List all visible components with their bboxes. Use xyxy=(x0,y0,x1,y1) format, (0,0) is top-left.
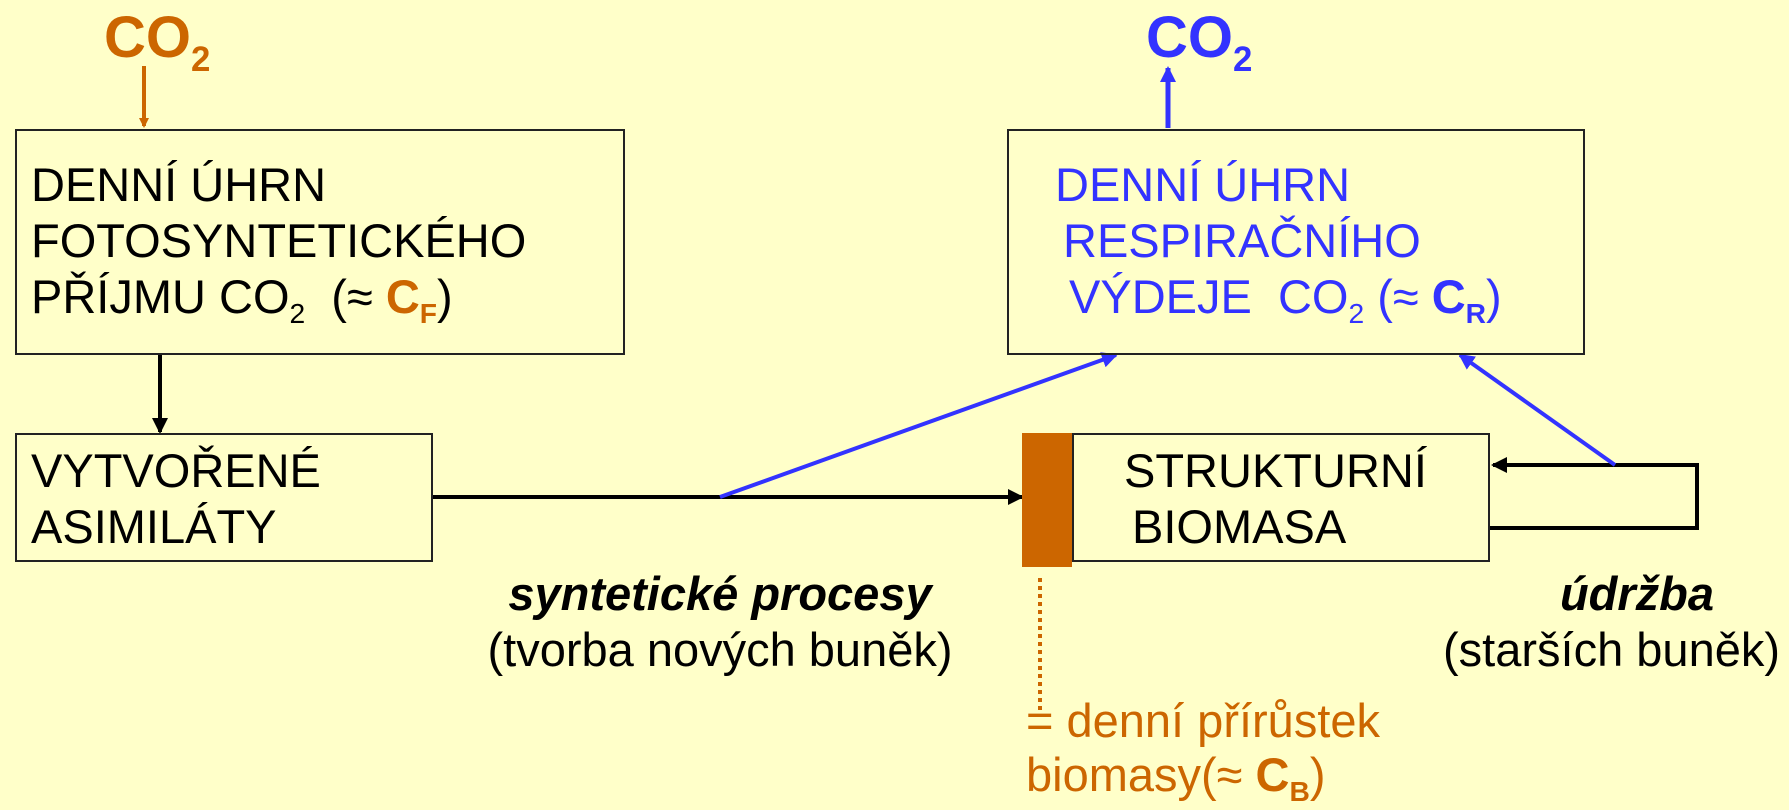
symbol-cb: CB xyxy=(1255,748,1310,807)
co2-input-label: CO2 xyxy=(104,5,211,79)
photosynthesis-line3: PŘÍJMU CO2 (≈ CF) xyxy=(31,270,453,329)
assimilates-line2: ASIMILÁTY xyxy=(31,500,277,553)
synthesis-label: syntetické procesy (tvorba nových buněk) xyxy=(420,566,1020,678)
synthesis-title: syntetické procesy xyxy=(508,567,932,620)
respiration-line1: DENNÍ ÚHRN xyxy=(1055,158,1351,211)
increment-line2: biomasy(≈ CB) xyxy=(1026,748,1326,807)
biomass-line1: STRUKTURNÍ xyxy=(1124,444,1427,497)
maintenance-subtitle: (starších buněk) xyxy=(1443,623,1780,676)
assimilates-line1: VYTVOŘENÉ xyxy=(31,444,321,497)
photosynthesis-line1: DENNÍ ÚHRN xyxy=(31,158,327,211)
maintenance-loop xyxy=(1488,457,1699,530)
maintenance-respiration-arrow xyxy=(1458,353,1617,467)
synthesis-respiration-arrow xyxy=(719,352,1118,499)
symbol-cf: CF xyxy=(385,270,437,329)
synthesis-subtitle: (tvorba nových buněk) xyxy=(487,623,953,676)
respiration-line2: RESPIRAČNÍHO xyxy=(1063,214,1421,267)
photosynthesis-line2: FOTOSYNTETICKÉHO xyxy=(31,214,527,267)
respiration-line3: VÝDEJE CO2 (≈ CR) xyxy=(1069,270,1502,329)
symbol-cr: CR xyxy=(1431,270,1487,329)
maintenance-title: údržba xyxy=(1559,567,1714,620)
maintenance-label: údržba (starších buněk) xyxy=(1390,566,1780,678)
co2-output-label: CO2 xyxy=(1146,5,1253,79)
respiration-box: DENNÍ ÚHRN RESPIRAČNÍHO VÝDEJE CO2 (≈ CR… xyxy=(1007,129,1585,355)
biomass-line2: BIOMASA xyxy=(1132,500,1347,553)
increment-label: = denní přírůstek biomasy(≈ CB) xyxy=(1026,694,1380,808)
photosynthesis-box: DENNÍ ÚHRN FOTOSYNTETICKÉHO PŘÍJMU CO2 (… xyxy=(15,129,625,355)
biomass-increment-block xyxy=(1022,433,1072,567)
increment-line1: = denní přírůstek xyxy=(1026,694,1381,747)
biomass-box: STRUKTURNÍ BIOMASA xyxy=(1072,433,1490,562)
assimilates-box: VYTVOŘENÉ ASIMILÁTY xyxy=(15,433,433,562)
